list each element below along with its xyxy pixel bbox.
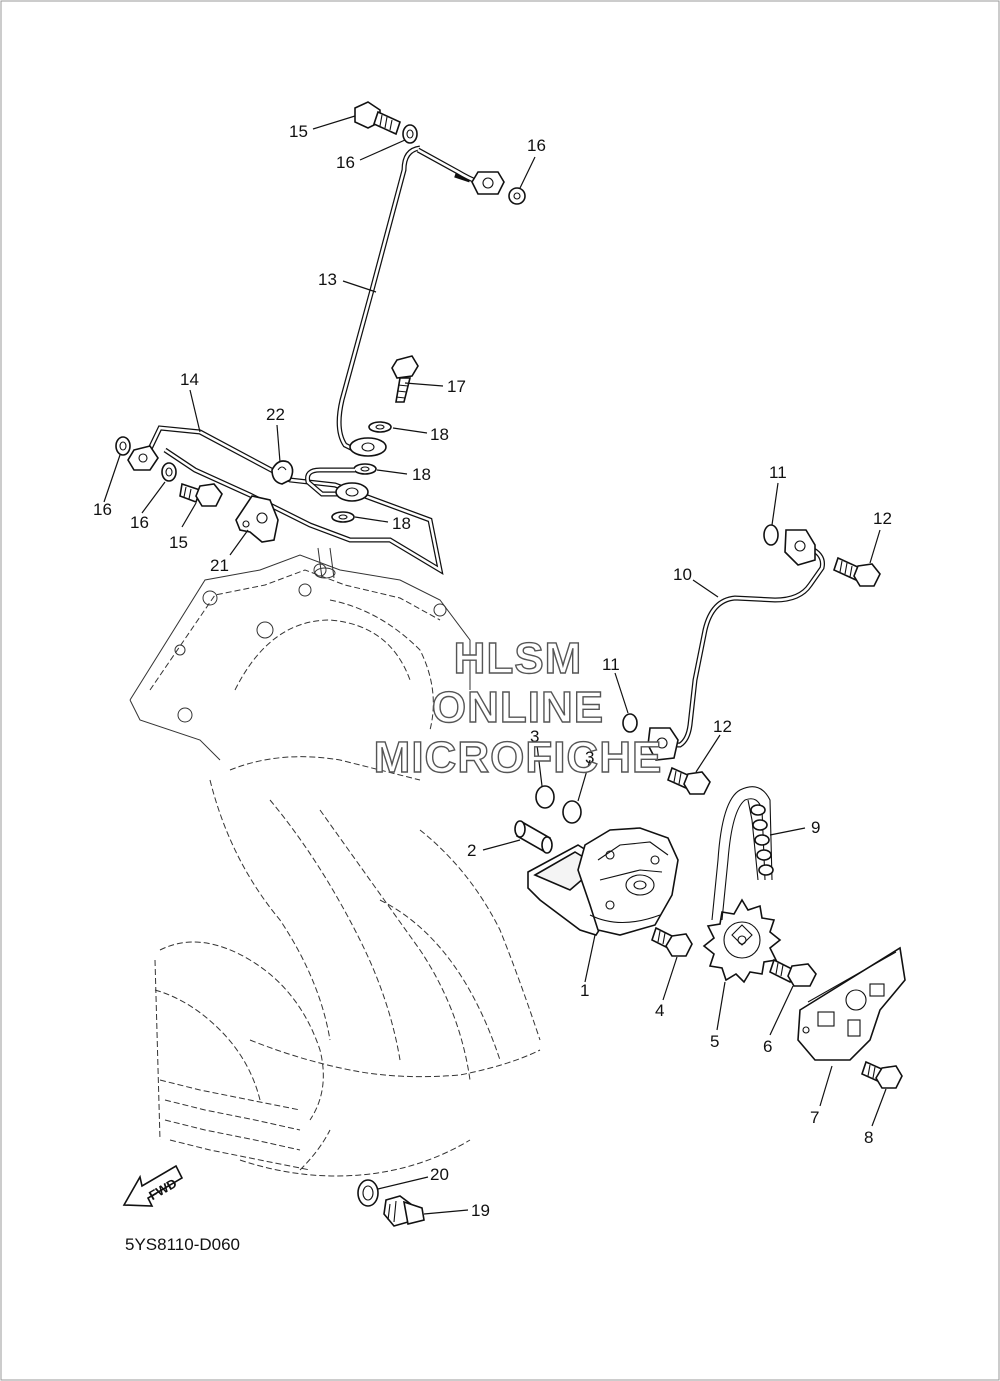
callout-12-lower: 12 — [713, 717, 732, 736]
diagram-code: 5YS8110-D060 — [125, 1235, 240, 1254]
bolt-12-lower[interactable] — [667, 766, 711, 795]
callout-22: 22 — [266, 405, 285, 424]
watermark: HLSM ONLINE MICROFICHE — [373, 633, 663, 782]
copper-washer-18-c[interactable] — [331, 511, 355, 523]
drain-plug-19[interactable] — [383, 1195, 425, 1227]
oil-delivery-pipe-14[interactable] — [127, 425, 444, 579]
o-ring-11-top[interactable] — [763, 524, 779, 546]
oil-pipe-10[interactable] — [647, 529, 825, 761]
pipe-bracket-21[interactable] — [235, 495, 279, 543]
callout-17: 17 — [447, 377, 466, 396]
bolt-8[interactable] — [861, 1060, 903, 1089]
gasket-20[interactable] — [357, 1179, 379, 1207]
callout-labels: 15 16 16 13 14 22 17 18 18 18 16 16 15 2… — [93, 122, 892, 1220]
callout-11-lower: 11 — [602, 655, 620, 674]
callout-16-top: 16 — [336, 153, 355, 172]
callout-1: 1 — [580, 981, 589, 1000]
callout-4: 4 — [655, 1001, 664, 1020]
callout-7: 7 — [810, 1108, 819, 1127]
sprocket-5[interactable] — [702, 898, 782, 984]
engine-crankcase-outline — [129, 554, 541, 1177]
copper-washer-18-b[interactable] — [353, 463, 377, 475]
callout-8: 8 — [864, 1128, 873, 1147]
callout-3-right: 3 — [585, 748, 594, 767]
copper-washer-16-top[interactable] — [402, 124, 418, 144]
bolt-6[interactable] — [769, 958, 817, 987]
drive-chain-9[interactable] — [711, 786, 774, 921]
callout-21: 21 — [210, 556, 229, 575]
union-bolt-15-top[interactable] — [354, 101, 401, 136]
watermark-line-3: MICROFICHE — [374, 733, 663, 782]
callout-13: 13 — [318, 270, 337, 289]
callout-16-left-a: 16 — [93, 500, 112, 519]
forward-direction-arrow: FWD — [122, 1164, 184, 1207]
callout-14: 14 — [180, 370, 199, 389]
callout-leaders — [103, 115, 887, 1215]
callout-11-top: 11 — [769, 463, 787, 482]
copper-washer-16-left-b[interactable] — [161, 462, 177, 482]
pipe-clip-22[interactable] — [271, 460, 294, 485]
callout-16-right: 16 — [527, 136, 546, 155]
copper-washer-18-a[interactable] — [368, 421, 392, 433]
dowel-pin-2[interactable] — [514, 820, 553, 854]
o-ring-11-lower[interactable] — [622, 713, 638, 733]
bolt-12-top[interactable] — [833, 556, 881, 587]
callout-16-left-b: 16 — [130, 513, 149, 532]
callout-3-left: 3 — [530, 727, 539, 746]
union-bolt-15-left[interactable] — [179, 482, 223, 507]
callout-20: 20 — [430, 1165, 449, 1184]
callout-6: 6 — [763, 1037, 772, 1056]
bolt-4[interactable] — [651, 926, 693, 957]
callout-15-left: 15 — [169, 533, 188, 552]
oil-pump-assembly-1[interactable] — [527, 827, 679, 936]
copper-washer-16-left-a[interactable] — [115, 436, 131, 456]
chain-cover-plate-7[interactable] — [797, 946, 906, 1061]
callout-19: 19 — [471, 1201, 490, 1220]
callout-15-top: 15 — [289, 122, 308, 141]
oil-delivery-pipe-13[interactable] — [336, 145, 505, 457]
watermark-line-1: HLSM — [454, 634, 583, 683]
callout-9: 9 — [811, 818, 820, 837]
o-ring-3-right[interactable] — [562, 800, 582, 824]
o-ring-3-left[interactable] — [535, 785, 555, 809]
copper-washer-16-right[interactable] — [508, 187, 526, 205]
callout-18-c: 18 — [392, 514, 411, 533]
union-bolt-17[interactable] — [391, 355, 419, 403]
callout-12-top: 12 — [873, 509, 892, 528]
callout-10: 10 — [673, 565, 692, 584]
callout-2: 2 — [467, 841, 476, 860]
callout-18-a: 18 — [430, 425, 449, 444]
callout-5: 5 — [710, 1032, 719, 1051]
watermark-line-2: ONLINE — [432, 683, 604, 732]
callout-18-b: 18 — [412, 465, 431, 484]
